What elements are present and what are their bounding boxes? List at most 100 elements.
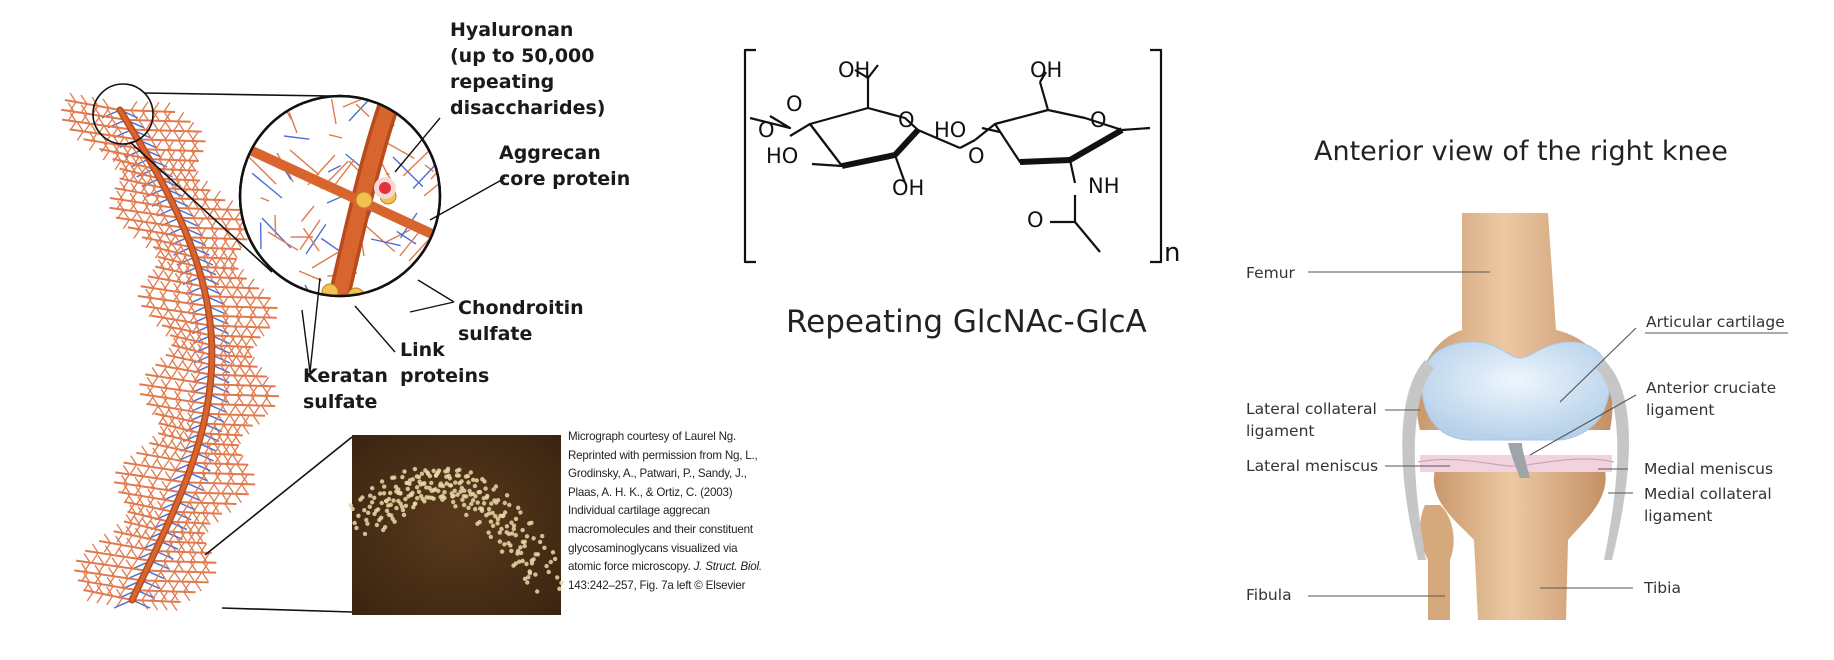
side-chain-branch (186, 351, 194, 362)
side-chain (150, 314, 211, 327)
side-chain-branch (220, 395, 228, 405)
side-chain-branch (196, 533, 204, 544)
side-chain-branch (138, 110, 146, 121)
side-chain-branch (170, 169, 178, 179)
side-chain-branch (86, 591, 94, 602)
side-chain-branch (177, 131, 185, 141)
label-medial-meniscus: Medial meniscus (1644, 460, 1774, 478)
side-chain-branch (188, 493, 196, 503)
side-chain (173, 510, 223, 515)
afm-strand-dot (382, 484, 387, 489)
zoom-chain (407, 291, 421, 296)
side-chain-branch (238, 365, 246, 376)
afm-strand-dot (454, 468, 460, 473)
side-chain-branch (112, 143, 120, 154)
side-chain-branch (94, 565, 102, 575)
side-chain-branch (213, 453, 221, 464)
side-chain-branch (156, 459, 164, 469)
side-chain-branch (233, 425, 242, 436)
afm-strand-dot (418, 493, 424, 499)
side-chain-branch (264, 386, 272, 397)
afm-strand-dot (520, 539, 526, 545)
side-chain-branch (177, 112, 185, 122)
afm-strand-dot (526, 575, 531, 580)
side-chain-branch (235, 306, 243, 317)
afm-strand-dot (392, 519, 397, 524)
side-chain-branch (102, 141, 110, 152)
side-chain-branch (116, 190, 124, 201)
side-chain-branch (210, 238, 218, 249)
side-chain (200, 275, 247, 280)
afm-strand-dot (465, 473, 470, 479)
afm-strand-dot (453, 480, 458, 485)
zoom-chain (240, 144, 246, 156)
atom-nh: NH (1088, 174, 1120, 198)
zoom-chain (283, 135, 310, 140)
side-chain-branch (244, 366, 252, 377)
side-chain (154, 167, 197, 172)
structure-caption: Repeating GlcNAc-GlcA (786, 304, 1147, 340)
side-chain-branch (247, 395, 255, 406)
side-chain-branch (173, 292, 181, 303)
side-chain-branch (124, 137, 132, 148)
afm-strand-dot (451, 499, 456, 505)
side-chain-branch (237, 268, 245, 279)
side-chain-branch (154, 239, 163, 250)
side-chain-branch (151, 120, 159, 130)
afm-strand-dot (389, 513, 394, 518)
side-chain (205, 295, 271, 300)
side-chain-branch (190, 141, 198, 152)
side-chain-branch (130, 191, 138, 202)
side-chain-branch (217, 404, 225, 415)
side-chain-branch (168, 347, 176, 358)
side-chain-branch (262, 298, 271, 308)
afm-strand-dot (414, 474, 420, 479)
side-chain-branch (159, 499, 167, 510)
side-chain-branch (214, 277, 222, 288)
side-chain-branch (145, 167, 153, 177)
side-chain-branch (187, 121, 195, 132)
side-chain-branch (129, 192, 137, 203)
side-chain-branch (159, 561, 167, 572)
afm-strand-dot (377, 517, 382, 523)
afm-strand-dot (488, 534, 493, 540)
side-chain-branch (261, 385, 270, 396)
side-chain (191, 246, 242, 251)
side-chain-branch (235, 307, 243, 317)
hyaluronan-label-line: Hyaluronan (450, 19, 574, 41)
side-chain-branch (173, 282, 181, 293)
side-chain-branch (152, 447, 160, 458)
afm-strand-dot (416, 489, 422, 494)
side-chain-branch (220, 404, 228, 414)
side-chain-branch (145, 120, 153, 131)
afm-strand-dot (414, 485, 420, 490)
side-chain-branch (67, 111, 75, 122)
side-chain-branch (234, 395, 242, 406)
side-chain (139, 383, 210, 396)
side-chain-branch (166, 149, 174, 160)
side-chain (188, 471, 255, 476)
side-chain-branch (250, 327, 258, 338)
side-chain-branch (172, 522, 180, 533)
side-chain (118, 491, 178, 503)
side-chain-branch (131, 558, 139, 569)
side-chain-branch (225, 277, 233, 288)
side-chain-branch (210, 247, 218, 258)
link-proteins-label: Link proteins (400, 337, 489, 389)
side-chain-branch (189, 341, 197, 352)
side-chain-branch (176, 272, 184, 282)
afm-strand-dot (394, 505, 399, 511)
side-chain-branch (205, 257, 213, 268)
side-chain-branch (168, 356, 176, 367)
side-chain-branch (162, 300, 170, 311)
micrograph-credit: Micrograph courtesy of Laurel Ng. Reprin… (568, 428, 788, 595)
side-chain-branch (222, 385, 230, 395)
side-chain (181, 491, 249, 496)
side-chain (115, 471, 186, 484)
side-chain-branch (159, 590, 167, 601)
side-chain-branch (170, 592, 178, 602)
side-chain (203, 285, 260, 290)
side-chain (211, 344, 254, 349)
side-chain (69, 128, 138, 141)
side-chain-branch (194, 324, 202, 334)
